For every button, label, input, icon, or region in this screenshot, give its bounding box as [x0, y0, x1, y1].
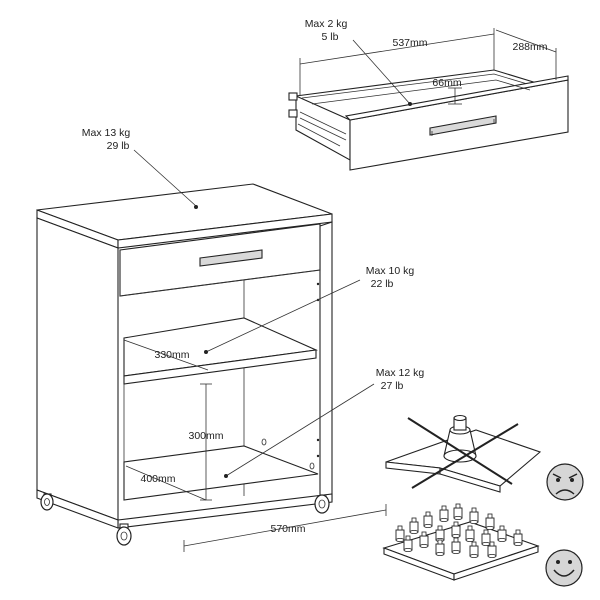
small-weight [435, 539, 445, 557]
small-weights [395, 503, 523, 559]
bottom-shelf-max-load-label: Max 12 kg [376, 367, 425, 379]
small-weight [481, 529, 491, 547]
drawer-max-load-label: Max 2 kg [305, 18, 348, 30]
top-max-load-label: Max 13 kg [82, 127, 131, 139]
bottom-shelf-max-load-lb-label: 27 lb [381, 380, 404, 392]
top-max-load-lb-label: 29 lb [107, 140, 130, 152]
small-weight [469, 541, 479, 559]
cabinet-illustration: Max 13 kg 29 lb Max 10 kg 22 lb 330mm Ma… [36, 127, 425, 552]
small-weight [451, 521, 461, 539]
drawer-depth-label: 288mm [512, 41, 547, 53]
bottom-shelf-depth-label: 400mm [140, 473, 175, 485]
correct-load-illustration [382, 503, 583, 587]
small-weight [513, 529, 523, 547]
drawer-illustration: Max 2 kg 5 lb 537mm 288mm 66mm [288, 18, 569, 171]
castor-front-left [116, 523, 132, 546]
bottom-shelf-height-label: 300mm [188, 430, 223, 442]
castor-front-right [314, 494, 330, 514]
angry-face-icon [546, 463, 584, 501]
castor-back-left [40, 493, 54, 511]
small-weight [485, 513, 495, 531]
drawer-handle [429, 115, 497, 136]
drawer-max-load-lb-label: 5 lb [322, 31, 339, 43]
drawer-height-label: 66mm [432, 77, 461, 89]
small-weight [423, 511, 433, 529]
small-weight [453, 503, 463, 521]
middle-shelf-max-load-label: Max 10 kg [366, 265, 415, 277]
small-weight [395, 525, 405, 543]
small-weight [487, 541, 497, 559]
drawer-width-label: 537mm [392, 37, 427, 49]
small-weight [419, 531, 429, 549]
cabinet-width-label: 570mm [270, 523, 305, 535]
small-weight [403, 535, 413, 553]
smiley-face-icon [545, 549, 583, 587]
small-weight [435, 525, 445, 543]
middle-shelf-depth-label: 330mm [154, 349, 189, 361]
wrong-load-illustration [385, 414, 584, 501]
cabinet-drawer-handle [199, 249, 263, 267]
small-weight [451, 537, 461, 555]
small-weight [465, 525, 475, 543]
small-weight [497, 525, 507, 543]
small-weight [439, 505, 449, 523]
small-weight [469, 507, 479, 525]
small-weight [409, 517, 419, 535]
middle-shelf-max-load-lb-label: 22 lb [371, 278, 394, 290]
